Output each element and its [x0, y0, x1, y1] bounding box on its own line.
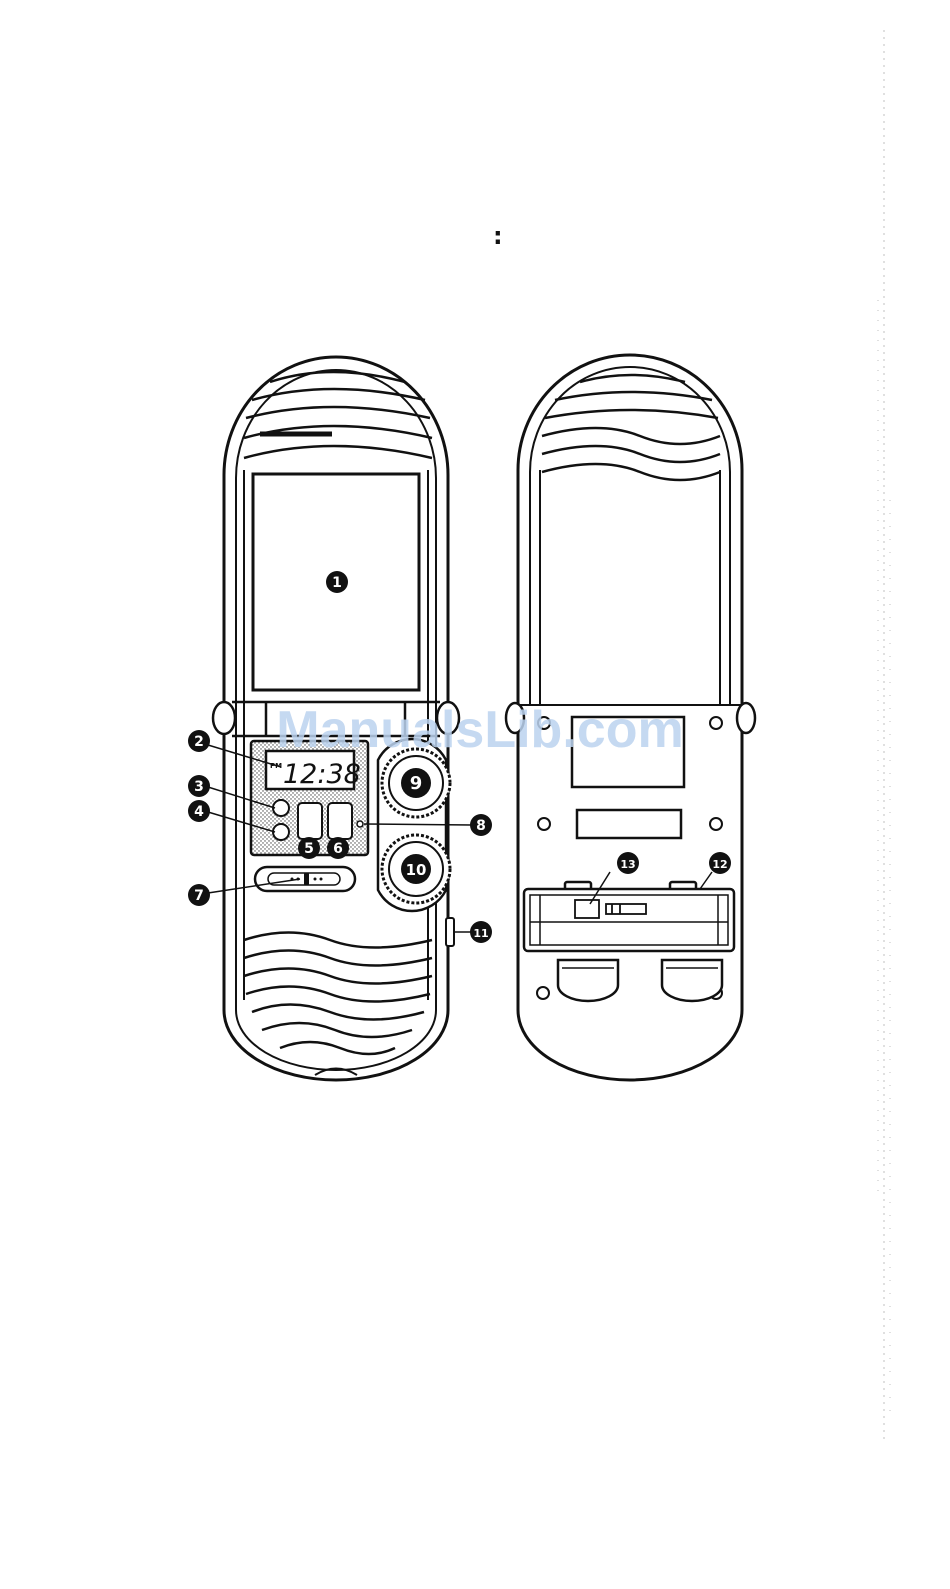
- page-separator: :: [493, 222, 503, 250]
- callout-number: 6: [333, 841, 343, 857]
- callout-number: 13: [620, 858, 635, 871]
- screw-hole: [538, 818, 550, 830]
- callout-number: 7: [194, 888, 204, 904]
- callout-number: 4: [194, 804, 204, 820]
- foot-left: [558, 960, 618, 1001]
- back-hinge-knob-left: [506, 703, 524, 733]
- back-hinge-knob-right: [737, 703, 755, 733]
- callout-number: 1: [332, 575, 342, 591]
- screw-hole: [538, 717, 550, 729]
- front-hinge: [213, 702, 459, 736]
- callout-indicator-light: 8: [470, 814, 492, 836]
- callout-button-right-square: 6: [327, 837, 349, 859]
- front-top-grille: [244, 372, 432, 458]
- callout-slide-switch: 7: [188, 884, 210, 906]
- screw-hole: [537, 987, 549, 999]
- callout-button-upper: 3: [188, 775, 210, 797]
- callout-number: 10: [406, 861, 427, 879]
- callout-number: 12: [712, 858, 727, 871]
- callout-number: 5: [304, 841, 314, 857]
- side-jack: [446, 918, 454, 946]
- back-feet: [558, 960, 722, 1001]
- back-inner-shell: [530, 367, 730, 705]
- hinge-knob-left: [213, 702, 235, 734]
- button-upper[interactable]: [273, 800, 289, 816]
- callout-dial-lower: 10: [401, 854, 431, 884]
- callout-button-left-square: 5: [298, 837, 320, 859]
- page-edge-noise: [878, 30, 890, 1440]
- back-label-plate: [572, 717, 684, 787]
- screw-hole: [710, 818, 722, 830]
- foot-right: [662, 960, 722, 1001]
- battery-compartment: [524, 882, 734, 951]
- callout-number: 11: [473, 927, 488, 940]
- front-bottom-grille: [244, 933, 432, 1055]
- callout-battery-compartment: 12: [709, 852, 731, 874]
- callout-battery-spring: 13: [617, 852, 639, 874]
- button-right-square[interactable]: [328, 803, 352, 839]
- callout-dial-upper: 9: [401, 768, 431, 798]
- callout-display-window: 1: [326, 571, 348, 593]
- callout-button-lower: 4: [188, 800, 210, 822]
- back-serial-plate: [577, 810, 681, 838]
- callout-side-jack: 11: [470, 921, 492, 943]
- lcd-time: 12:38: [283, 759, 361, 790]
- button-left-square[interactable]: [298, 803, 322, 839]
- callout-number: 8: [476, 818, 486, 834]
- button-lower[interactable]: [273, 824, 289, 840]
- callout-number: 3: [194, 779, 204, 795]
- callout-number: 9: [410, 773, 423, 794]
- indicator-light: [357, 821, 363, 827]
- callout-number: 2: [194, 734, 204, 750]
- hinge-knob-right: [437, 702, 459, 734]
- screw-hole: [710, 717, 722, 729]
- callout-lcd-clock: 2: [188, 730, 210, 752]
